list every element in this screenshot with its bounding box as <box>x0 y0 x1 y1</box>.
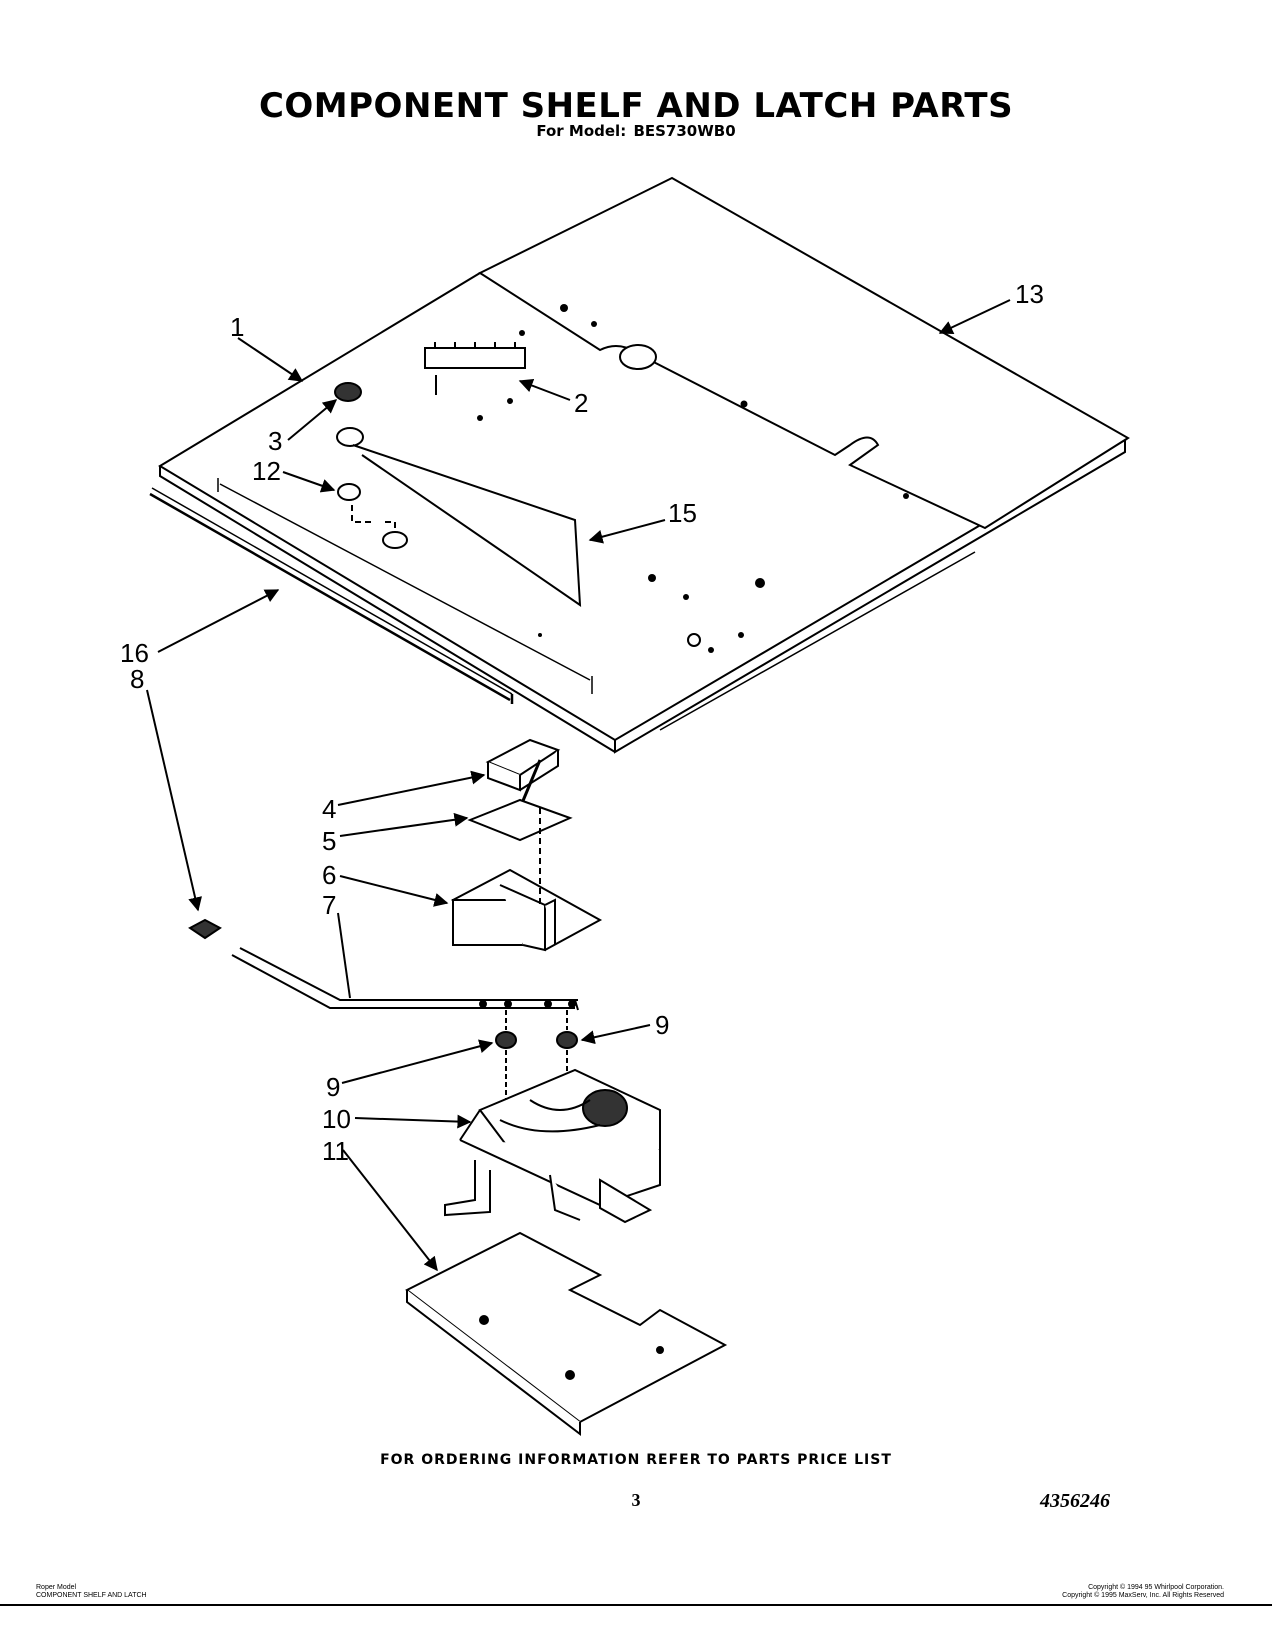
document-number: 4356246 <box>1040 1490 1110 1512</box>
footer-copyright: Copyright © 1994 95 Whirlpool Corporatio… <box>1062 1584 1224 1600</box>
terminal-block <box>424 342 526 395</box>
footer-right-line1: Copyright © 1994 95 Whirlpool Corporatio… <box>1088 1584 1224 1591</box>
model-subtitle: For Model: BES730WB0 <box>0 122 1272 140</box>
callout-4: 4 <box>322 794 336 824</box>
switch-pad <box>467 798 573 842</box>
callout-1: 1 <box>230 312 244 342</box>
callout-10: 10 <box>322 1104 351 1134</box>
insulator-plate <box>352 444 582 607</box>
latch-switch <box>485 738 561 809</box>
footer-left-line1: Roper Model <box>36 1584 77 1591</box>
latch-rod <box>188 918 579 1011</box>
switch-bracket <box>450 868 603 952</box>
footer-left: Roper Model COMPONENT SHELF AND LATCH <box>36 1584 147 1600</box>
callout-9-right: 9 <box>655 1010 669 1040</box>
shelf-holes <box>477 304 909 653</box>
ordering-note: FOR ORDERING INFORMATION REFER TO PARTS … <box>380 1452 892 1468</box>
page-title: COMPONENT SHELF AND LATCH PARTS <box>258 86 1014 126</box>
grommets <box>334 382 408 549</box>
callout-6: 6 <box>322 860 336 890</box>
leader-lines <box>146 299 1011 1272</box>
callout-13: 13 <box>1015 279 1044 309</box>
footer-left-line2: COMPONENT SHELF AND LATCH <box>36 1592 147 1599</box>
callout-2: 2 <box>574 388 588 418</box>
callout-11: 11 <box>322 1136 349 1166</box>
callout-3: 3 <box>268 426 282 456</box>
subtitle-prefix: For Model: <box>536 122 627 140</box>
callout-8: 8 <box>130 664 144 694</box>
callout-5: 5 <box>322 826 336 856</box>
cover-plate <box>405 1231 728 1437</box>
footer-right-line2: Copyright © 1995 MaxServ, Inc. All Right… <box>1062 1592 1224 1599</box>
callout-numbers: 1 2 3 12 13 15 16 8 4 5 6 7 9 9 10 11 <box>120 279 1044 1166</box>
footer-rule <box>0 1604 1272 1606</box>
callout-15: 15 <box>668 498 697 528</box>
page-number: 3 <box>631 1490 641 1510</box>
seal-strip <box>149 487 514 704</box>
latch-mechanism <box>444 1068 661 1224</box>
callout-9-left: 9 <box>326 1072 340 1102</box>
callout-12: 12 <box>252 456 281 486</box>
callout-7: 7 <box>322 890 336 920</box>
model-number: BES730WB0 <box>633 122 736 140</box>
latch-nuts <box>495 1010 578 1105</box>
callout-16: 16 <box>120 638 149 668</box>
rear-panel <box>477 176 1130 530</box>
